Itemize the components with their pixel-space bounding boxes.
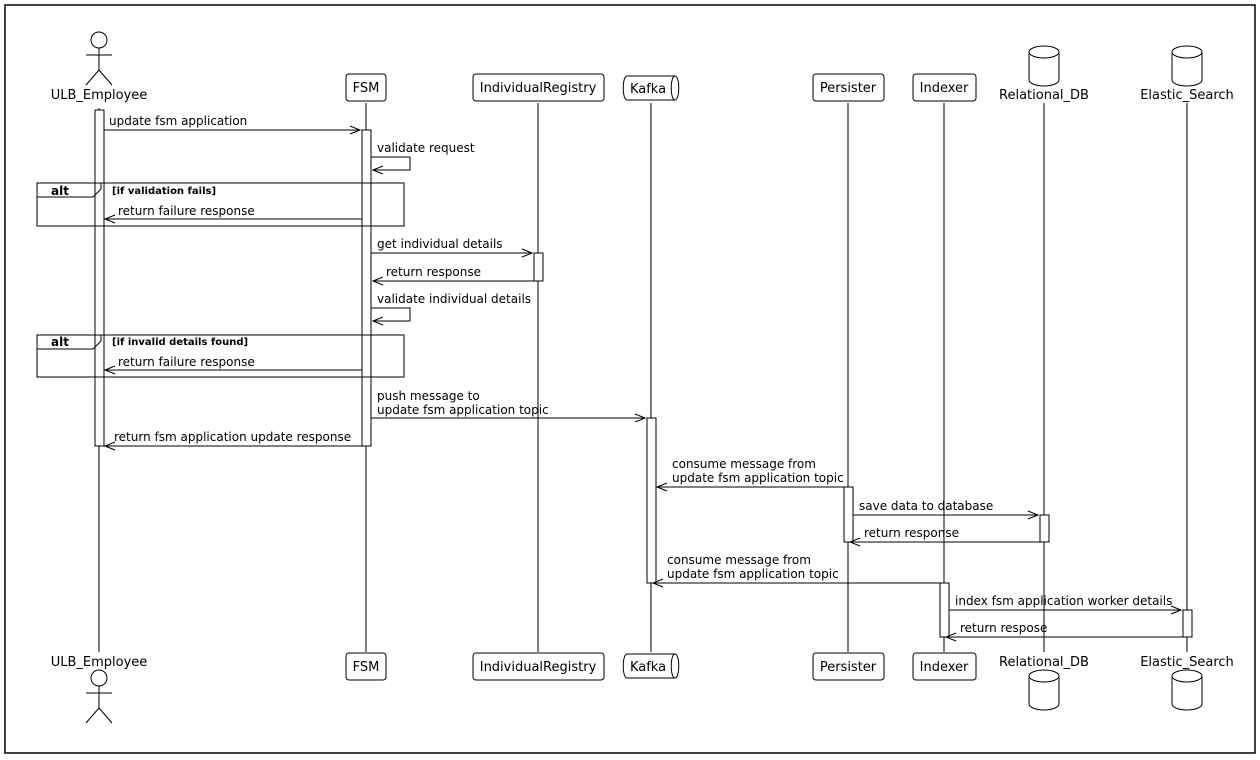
- participant-label: FSM: [353, 81, 380, 96]
- message-label: update fsm application: [109, 114, 247, 128]
- message-label: validate request: [377, 141, 475, 155]
- participant-label: Indexer: [920, 81, 969, 96]
- activation-es: [1182, 609, 1193, 638]
- fragment-tab: [37, 183, 102, 198]
- message-label: return fsm application update response: [114, 430, 351, 444]
- message-label-line2: update fsm application topic: [377, 403, 549, 417]
- participant-label: Persister: [820, 81, 877, 96]
- message-label: return failure response: [118, 204, 255, 218]
- message-persister-consume: consume message from update fsm applicat…: [655, 457, 844, 492]
- fragment-condition: [if invalid details found]: [112, 337, 248, 348]
- participant-label: Persister: [820, 660, 877, 675]
- message-label: return failure response: [118, 355, 255, 369]
- message-label-line1: consume message from: [667, 553, 811, 567]
- participant-label: Elastic_Search: [1140, 88, 1234, 103]
- message-save-data: save data to database: [853, 499, 1040, 520]
- message-return-update-response: return fsm application update response: [103, 430, 362, 451]
- participant-label: ULB_Employee: [51, 88, 148, 103]
- message-label: return response: [864, 526, 959, 540]
- participant-label: Elastic_Search: [1140, 655, 1234, 670]
- message-get-individual-details: get individual details: [371, 237, 534, 258]
- message-update-fsm-application: update fsm application: [104, 114, 362, 135]
- participant-kafka-top: Kafka: [622, 75, 680, 101]
- fragment-alt1: alt [if validation fails]: [36, 182, 405, 227]
- activation-kafka: [646, 417, 657, 584]
- participant-label: Kafka: [630, 660, 666, 675]
- participant-label: IndividualRegistry: [480, 81, 597, 96]
- participant-fsm-bottom: FSM: [345, 652, 387, 681]
- message-return-response-db: return response: [848, 526, 1040, 547]
- fragment-box: [36, 334, 405, 378]
- message-validate-individual-details: validate individual details: [371, 292, 531, 326]
- database-elastic-search-top: Elastic_Search: [1140, 45, 1234, 103]
- message-label: save data to database: [859, 499, 993, 513]
- participant-label: Relational_DB: [999, 655, 1089, 670]
- participant-indexer-top: Indexer: [912, 73, 977, 102]
- message-return-failure-2: return failure response: [103, 355, 362, 375]
- activation-rdb: [1039, 514, 1050, 543]
- actor-ulb-employee-bottom: ULB_Employee: [51, 655, 148, 724]
- participant-label: IndividualRegistry: [480, 660, 597, 675]
- activation-ir: [533, 252, 544, 282]
- database-relational-db-bottom: Relational_DB: [999, 655, 1089, 711]
- activations: [94, 109, 1193, 638]
- message-label: return response: [386, 265, 481, 279]
- message-indexer-consume: consume message from update fsm applicat…: [651, 553, 940, 588]
- message-label: index fsm application worker details: [955, 594, 1172, 608]
- fragment-condition: [if validation fails]: [112, 186, 216, 197]
- participant-individual-registry-top: IndividualRegistry: [472, 73, 605, 102]
- participant-label: Indexer: [920, 660, 969, 675]
- participants-bottom: ULB_Employee FSM IndividualRegistry Kafk…: [51, 652, 1234, 724]
- participant-individual-registry-bottom: IndividualRegistry: [472, 652, 605, 681]
- activation-emp: [94, 109, 105, 447]
- activation-persister: [843, 486, 854, 543]
- database-elastic-search-bottom: Elastic_Search: [1140, 655, 1234, 711]
- participant-persister-bottom: Persister: [812, 652, 885, 681]
- message-label-line1: consume message from: [672, 457, 816, 471]
- activation-fsm: [361, 129, 372, 447]
- actor-head: [90, 31, 108, 49]
- participant-label: Kafka: [630, 82, 666, 97]
- participant-label: ULB_Employee: [51, 655, 148, 670]
- message-return-respose: return respose: [944, 621, 1183, 642]
- fragment-box: [36, 182, 405, 227]
- message-label: validate individual details: [377, 292, 531, 306]
- fragment-keyword: alt: [51, 184, 69, 198]
- message-label: return respose: [960, 621, 1047, 635]
- message-index-details: index fsm application worker details: [949, 594, 1183, 615]
- message-label: get individual details: [377, 237, 503, 251]
- diagram-frame: [4, 4, 1256, 754]
- message-validate-request: validate request: [371, 141, 475, 175]
- fragment-tab: [37, 335, 102, 350]
- message-label-line2: update fsm application topic: [667, 567, 839, 581]
- database-relational-db-top: Relational_DB: [999, 45, 1089, 103]
- actor-ulb-employee-top: ULB_Employee: [51, 31, 148, 103]
- message-return-failure-1: return failure response: [103, 204, 362, 224]
- fragment-alt2: alt [if invalid details found]: [36, 334, 405, 378]
- participant-persister-top: Persister: [812, 73, 885, 102]
- fragment-keyword: alt: [51, 335, 69, 349]
- participant-label: Relational_DB: [999, 88, 1089, 103]
- participant-kafka-bottom: Kafka: [622, 653, 680, 679]
- messages: update fsm application validate request …: [103, 114, 1183, 642]
- message-label-line2: update fsm application topic: [672, 471, 844, 485]
- participant-label: FSM: [353, 660, 380, 675]
- message-push-to-kafka: push message to update fsm application t…: [371, 389, 647, 423]
- activation-indexer: [939, 582, 950, 638]
- message-label-line1: push message to: [377, 389, 480, 403]
- participants-top: ULB_Employee FSM IndividualRegistry Kafk…: [51, 31, 1234, 103]
- message-return-response-ir: return response: [371, 265, 534, 286]
- actor-head: [90, 669, 108, 687]
- participant-indexer-bottom: Indexer: [912, 652, 977, 681]
- participant-fsm-top: FSM: [345, 73, 387, 102]
